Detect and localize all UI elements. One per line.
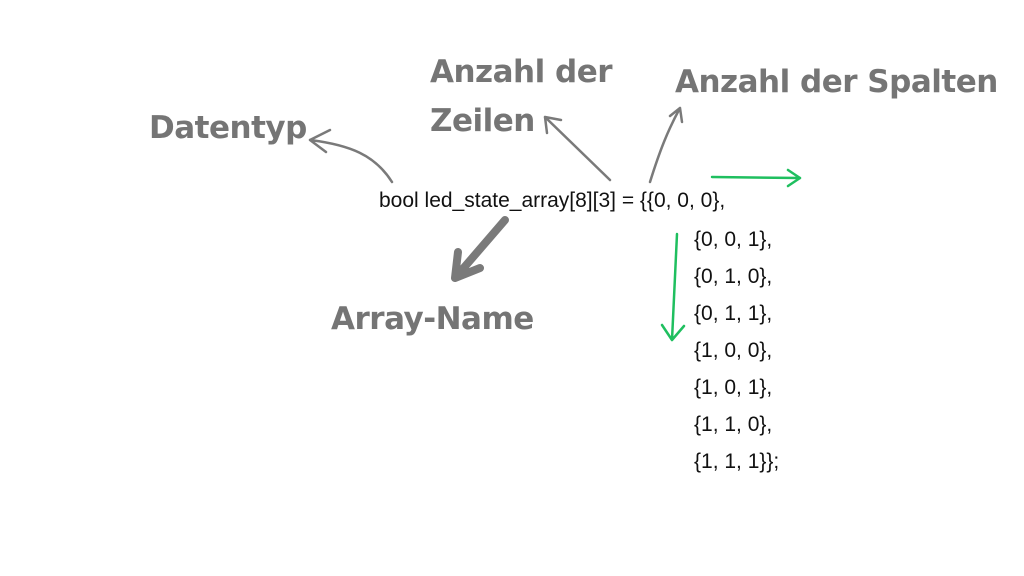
rows-label-line2: Zeilen [430,103,535,139]
datatype-arrow [308,128,394,184]
code-row: {1, 1, 0}, [694,413,773,436]
datatype-label: Datentyp [149,110,307,146]
code-row: {1, 1, 1}}; [694,450,780,473]
code-row: {0, 1, 1}, [694,302,773,325]
code-declaration: bool led_state_array[8][3] = {{0, 0, 0}, [379,189,726,212]
code-row: {0, 1, 0}, [694,265,773,288]
array-name-label: Array-Name [331,301,534,337]
rows-arrow [543,115,612,182]
row-direction-arrow [660,232,686,342]
columns-arrow [648,106,684,184]
code-row: {0, 0, 1}, [694,228,773,251]
code-row: {1, 0, 1}, [694,376,773,399]
rows-label-line1: Anzahl der [430,54,613,90]
column-direction-arrow [710,168,802,188]
code-row: {1, 0, 0}, [694,339,773,362]
columns-label: Anzahl der Spalten [675,64,998,100]
array-name-arrow [451,216,509,282]
